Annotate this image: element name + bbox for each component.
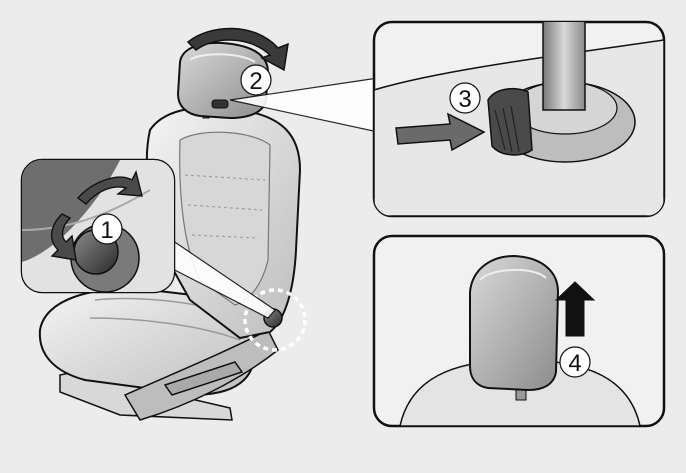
knob-highlight-circle <box>243 288 307 352</box>
inset-release-button <box>372 20 666 218</box>
recline-lever <box>163 361 244 396</box>
up-arrow-icon <box>554 281 596 337</box>
push-arrow-icon <box>395 112 486 152</box>
headrest-highlight <box>189 53 256 63</box>
step-badge-4: 4 <box>559 346 591 378</box>
inset3-release-button <box>487 87 533 156</box>
step-badge-2: 2 <box>240 64 272 96</box>
step-label-3: 3 <box>458 86 471 113</box>
step-label-4: 4 <box>568 350 581 377</box>
rotate-arrows-icon <box>50 169 143 261</box>
headrest-release-button <box>211 99 229 109</box>
inset3-post <box>542 22 586 111</box>
curved-arrow-icon <box>186 27 289 72</box>
step-badge-1: 1 <box>91 213 123 245</box>
step-label-1: 1 <box>100 217 113 244</box>
step-label-2: 2 <box>249 68 262 95</box>
inset-headrest-removal <box>372 234 666 428</box>
step-badge-3: 3 <box>449 82 481 114</box>
seat-back-stitching <box>184 174 266 239</box>
inset4-headrest <box>469 254 560 392</box>
